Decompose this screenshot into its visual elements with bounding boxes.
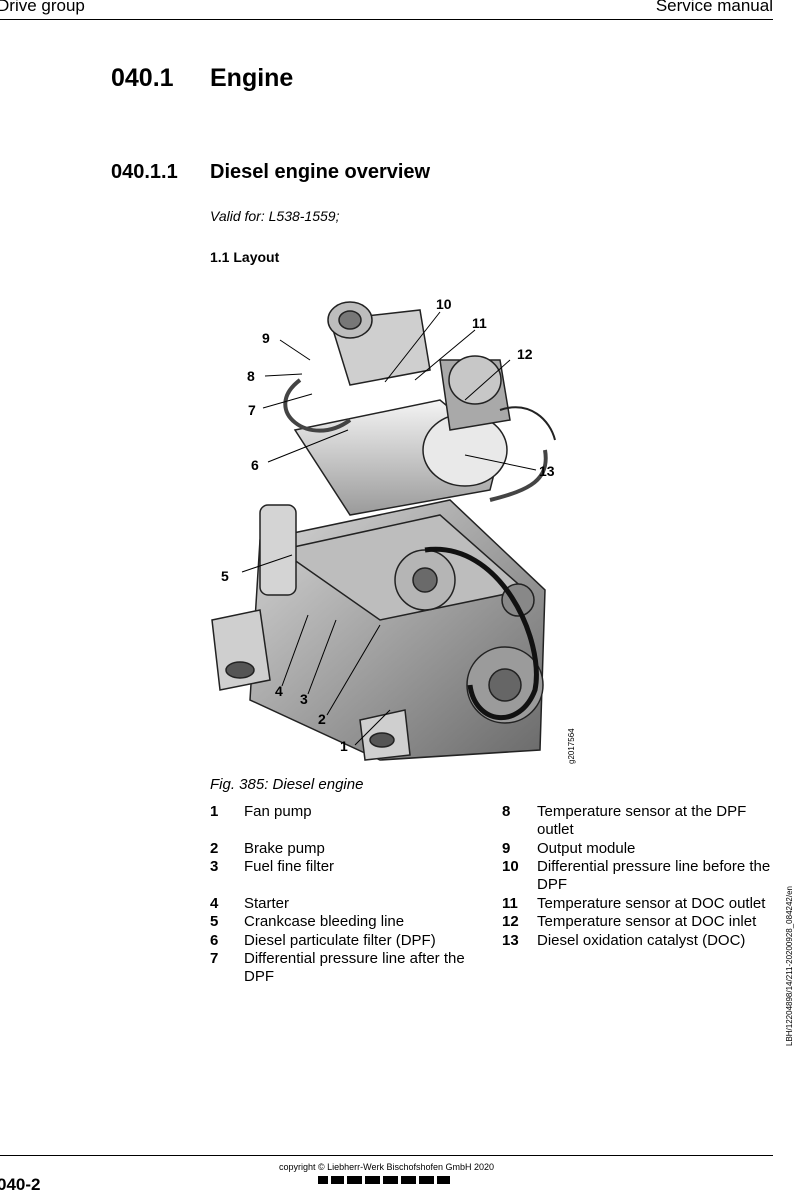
callout-4: 4 — [275, 683, 283, 699]
legend-number: 8 — [502, 803, 511, 820]
legend-number: 6 — [210, 932, 219, 949]
legend-number: 2 — [210, 840, 219, 857]
heading-1-title: Engine — [210, 64, 294, 92]
page-number: 040-2 — [0, 1175, 41, 1194]
legend-text: Fan pump — [244, 803, 312, 820]
callout-13: 13 — [539, 463, 555, 479]
document-side-code: LBH/12204898/14/211-20200928_084242/en — [785, 886, 794, 1046]
figure-image-code: g2017564 — [567, 728, 576, 764]
header-rule — [0, 19, 773, 20]
legend-text: Differential pressure line after the DPF — [244, 950, 465, 985]
callout-7: 7 — [248, 402, 256, 418]
validity-note: Valid for: L538-1559; — [210, 208, 340, 224]
legend-text: Crankcase bleeding line — [244, 913, 405, 930]
callout-1: 1 — [340, 738, 348, 754]
legend-number: 3 — [210, 858, 219, 875]
legend-number: 10 — [502, 858, 519, 875]
footer-copyright: copyright © Liebherr-Werk Bischofshofen … — [278, 1162, 495, 1172]
callout-9: 9 — [262, 330, 270, 346]
legend-text: Starter — [244, 895, 290, 912]
footer-rule — [0, 1155, 773, 1156]
heading-2-title: Diesel engine overview — [210, 161, 431, 183]
callout-8: 8 — [247, 368, 255, 384]
callout-leader-lines — [241, 311, 537, 746]
callout-6: 6 — [251, 457, 259, 473]
legend-number: 9 — [502, 840, 511, 857]
legend-number: 7 — [210, 950, 219, 967]
legend-text: Diesel particulate filter (DPF) — [244, 932, 436, 949]
legend-number: 12 — [502, 913, 519, 930]
heading-2-number: 040.1.1 — [111, 161, 178, 183]
heading-1-number: 040.1 — [111, 64, 174, 92]
legend-left-column: 1 Fan pump 2 Brake pump 3 Fuel fine filt… — [210, 803, 490, 993]
callout-11: 11 — [472, 315, 487, 331]
legend-number: 5 — [210, 913, 219, 930]
callout-12: 12 — [517, 346, 533, 362]
legend-number: 4 — [210, 895, 219, 912]
engine-figure: 10 11 12 9 8 7 6 13 5 4 3 2 1 g2017564 — [211, 296, 576, 764]
legend-text: Diesel oxidation catalyst (DOC) — [537, 932, 746, 949]
sub-heading-layout: 1.1 Layout — [210, 249, 280, 265]
legend-number: 1 — [210, 803, 219, 820]
legend-text: Output module — [537, 840, 636, 857]
callout-5: 5 — [221, 568, 229, 584]
callout-10: 10 — [436, 296, 452, 312]
legend-number: 11 — [502, 895, 518, 912]
header-section-title: Drive group — [0, 0, 85, 15]
header-document-type: Service manual — [655, 0, 773, 15]
legend-number: 13 — [502, 932, 519, 949]
legend-text: Fuel fine filter — [244, 858, 335, 875]
engine-illustration — [211, 301, 556, 761]
legend-text: Differential pressure line before the DP… — [537, 858, 771, 893]
legend-text: Temperature sensor at the DPF outlet — [537, 803, 747, 838]
liebherr-logo — [318, 1176, 450, 1184]
legend-text: Temperature sensor at DOC outlet — [537, 895, 766, 912]
callout-2: 2 — [318, 711, 326, 727]
legend-text: Brake pump — [244, 840, 325, 857]
legend-text: Temperature sensor at DOC inlet — [537, 913, 757, 930]
legend-right-column: 8 Temperature sensor at the DPF outlet 9… — [502, 803, 774, 953]
callout-labels: 10 11 12 9 8 7 6 13 5 4 3 2 1 g2017564 — [221, 296, 576, 764]
figure-caption: Fig. 385: Diesel engine — [210, 776, 364, 793]
callout-3: 3 — [300, 691, 308, 707]
